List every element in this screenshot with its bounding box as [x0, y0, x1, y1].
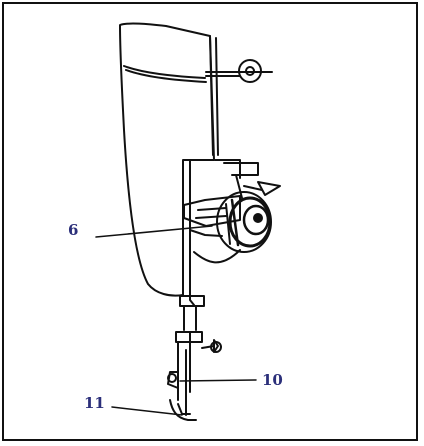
tension-knob-face	[242, 204, 270, 236]
machine-head-body	[119, 22, 215, 297]
thread-guide-rod	[209, 35, 214, 156]
lower-casing	[193, 249, 241, 264]
callout-label-11: 11	[84, 394, 105, 412]
presser-foot	[169, 399, 197, 421]
tension-knob-center	[253, 213, 263, 223]
leader-line-6	[95, 225, 213, 238]
presser-bar-collar	[179, 295, 205, 307]
upper-bracket	[223, 162, 259, 176]
presser-bar	[183, 305, 197, 331]
tension-bracket	[183, 195, 241, 227]
top-tension-disc	[238, 59, 262, 83]
head-right-side	[189, 159, 195, 306]
presser-foot-screw	[167, 373, 177, 383]
leader-line-10	[179, 379, 257, 382]
faceplate-edge	[123, 65, 206, 79]
thread-guide-rod-right	[215, 37, 219, 156]
faceplate-edge-inner	[125, 69, 207, 83]
needle-clamp	[175, 331, 203, 343]
tension-assembly-mid	[228, 196, 272, 248]
leader-line-11	[111, 406, 183, 416]
presser-foot-shank	[177, 341, 191, 401]
callout-label-6: 6	[68, 221, 79, 239]
take-up-lever	[257, 181, 281, 196]
callout-label-10: 10	[262, 371, 283, 389]
